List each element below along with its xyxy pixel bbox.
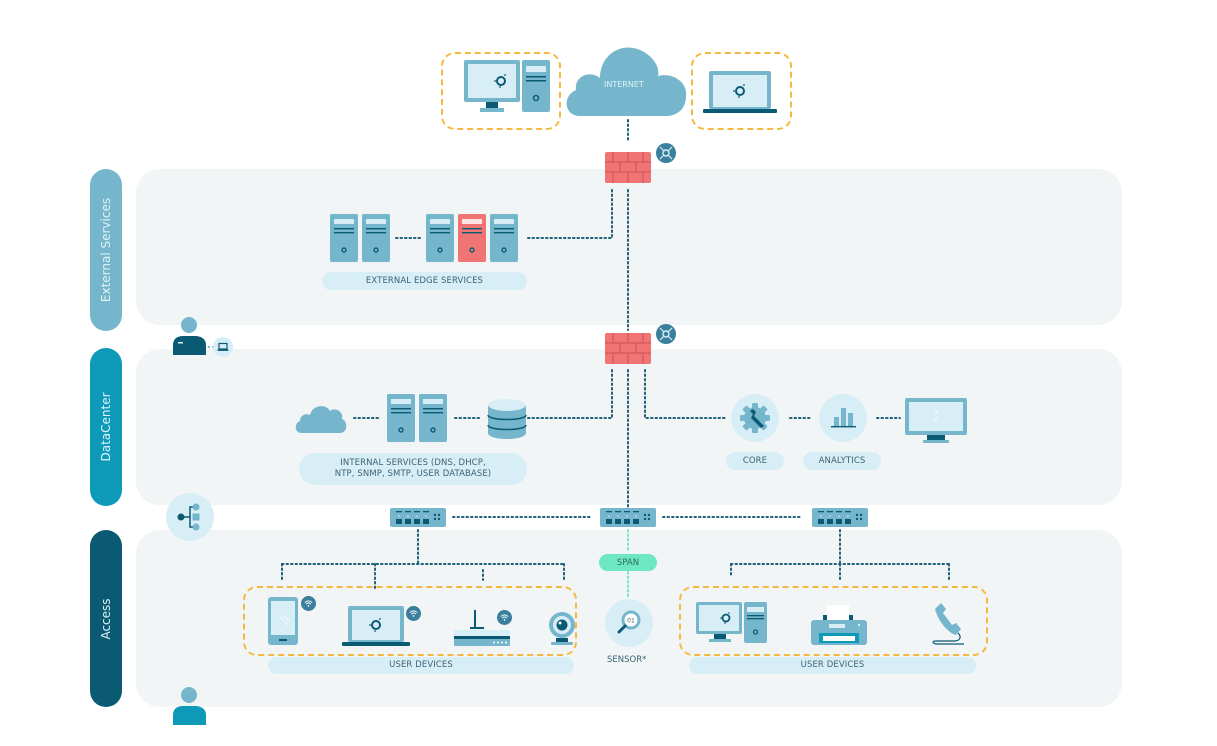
user-devices-left-group [243,586,577,656]
firewall-icon-datacenter [605,333,651,364]
wifi-badge-laptop-icon [406,606,421,621]
switch-right-icon [812,508,868,527]
admin-user-icon [173,317,206,355]
zone-tab-external-services: External Services [90,169,122,331]
sensor-badge-text: 01 [627,618,635,625]
monitor-icon [905,398,967,443]
line-fw2-internal [527,369,613,419]
span-label: SPAN [599,554,657,571]
edge-server-5 [490,214,518,262]
edge-server-3 [426,214,454,262]
edge-server-2 [362,214,390,262]
telephone-icon [932,603,964,645]
remote-desktop-group [441,52,561,130]
laptop-user-icon [342,606,410,646]
network-expand-icon-datacenter [656,324,676,344]
laptop-icon [703,71,777,113]
internal-services-label-line2: NTP, SNMP, SMTP, USER DATABASE) [334,469,492,479]
core-label: CORE [726,452,784,470]
remote-laptop-group [691,52,792,130]
internet-label: INTERNET [604,80,644,89]
wireless-router-icon [454,610,510,646]
desktop-computer-icon [464,60,550,112]
line-fw1-edge [525,189,613,239]
switch-center-icon [600,508,656,527]
printer-icon [811,605,867,645]
internal-servers-icon [387,394,447,442]
desktop-workstation-icon [696,602,767,643]
internet-cloud-icon [566,47,687,116]
zone-tab-datacenter: DataCenter [90,348,122,506]
internal-services-label-line1: INTERNAL SERVICES (DNS, DHCP, [340,458,486,468]
edge-services-label: EXTERNAL EDGE SERVICES [322,272,527,290]
core-gear-wrench-icon [731,394,779,442]
smartphone-icon [268,597,298,645]
webcam-icon [549,612,575,645]
edge-server-1 [330,214,358,262]
sensor-magnifier-icon: 01 [605,599,653,647]
network-hierarchy-icon [166,493,214,541]
internal-services-label: INTERNAL SERVICES (DNS, DHCP, NTP, SNMP,… [299,453,527,485]
wifi-badge-phone-icon [301,596,316,611]
switch-left-icon [390,508,446,527]
private-cloud-icon [295,406,347,433]
database-icon [487,399,527,439]
user-devices-right-group [679,586,988,656]
sensor-label: SENSOR* [607,655,647,665]
end-user-icon [173,687,206,725]
network-expand-icon-top [656,143,676,163]
analytics-chart-icon [819,394,867,442]
firewall-icon-top [605,152,651,183]
line-fw2-core [644,369,727,419]
edge-servers-icon [330,214,518,262]
user-devices-left-label: USER DEVICES [268,657,574,674]
user-devices-right-label: USER DEVICES [689,657,976,674]
admin-laptop-badge-icon [213,337,233,357]
wifi-badge-router-icon [497,610,512,625]
edge-server-alert [458,214,486,262]
analytics-label: ANALYTICS [803,452,881,470]
zone-tab-access: Access [90,530,122,707]
